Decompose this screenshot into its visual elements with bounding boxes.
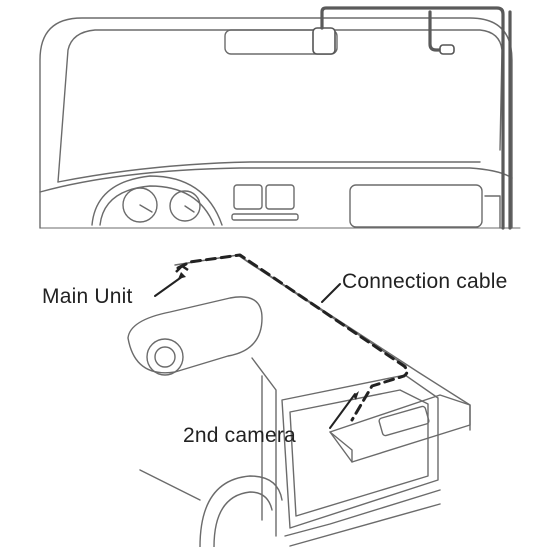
second-camera-label: 2nd camera: [183, 424, 296, 447]
second-camera-arrow-icon: [353, 391, 359, 400]
gps-module: [439, 44, 455, 55]
connection-cable-leader: [321, 283, 341, 303]
connection-cable-route: [176, 253, 409, 422]
upper-cable-route: [320, 6, 512, 230]
main-unit-mount-icon: [175, 264, 189, 273]
main-unit-leader: [154, 275, 184, 297]
second-camera-leader: [329, 393, 356, 429]
front-camera-unit: [312, 27, 336, 55]
connection-cable-label: Connection cable: [342, 270, 508, 293]
main-unit-label: Main Unit: [42, 285, 133, 308]
car-interior-illustration: [39, 17, 521, 229]
main-unit-arrow-icon: [178, 272, 186, 279]
vehicle-rear-illustration: [127, 254, 471, 547]
leader-lines: [154, 275, 356, 429]
